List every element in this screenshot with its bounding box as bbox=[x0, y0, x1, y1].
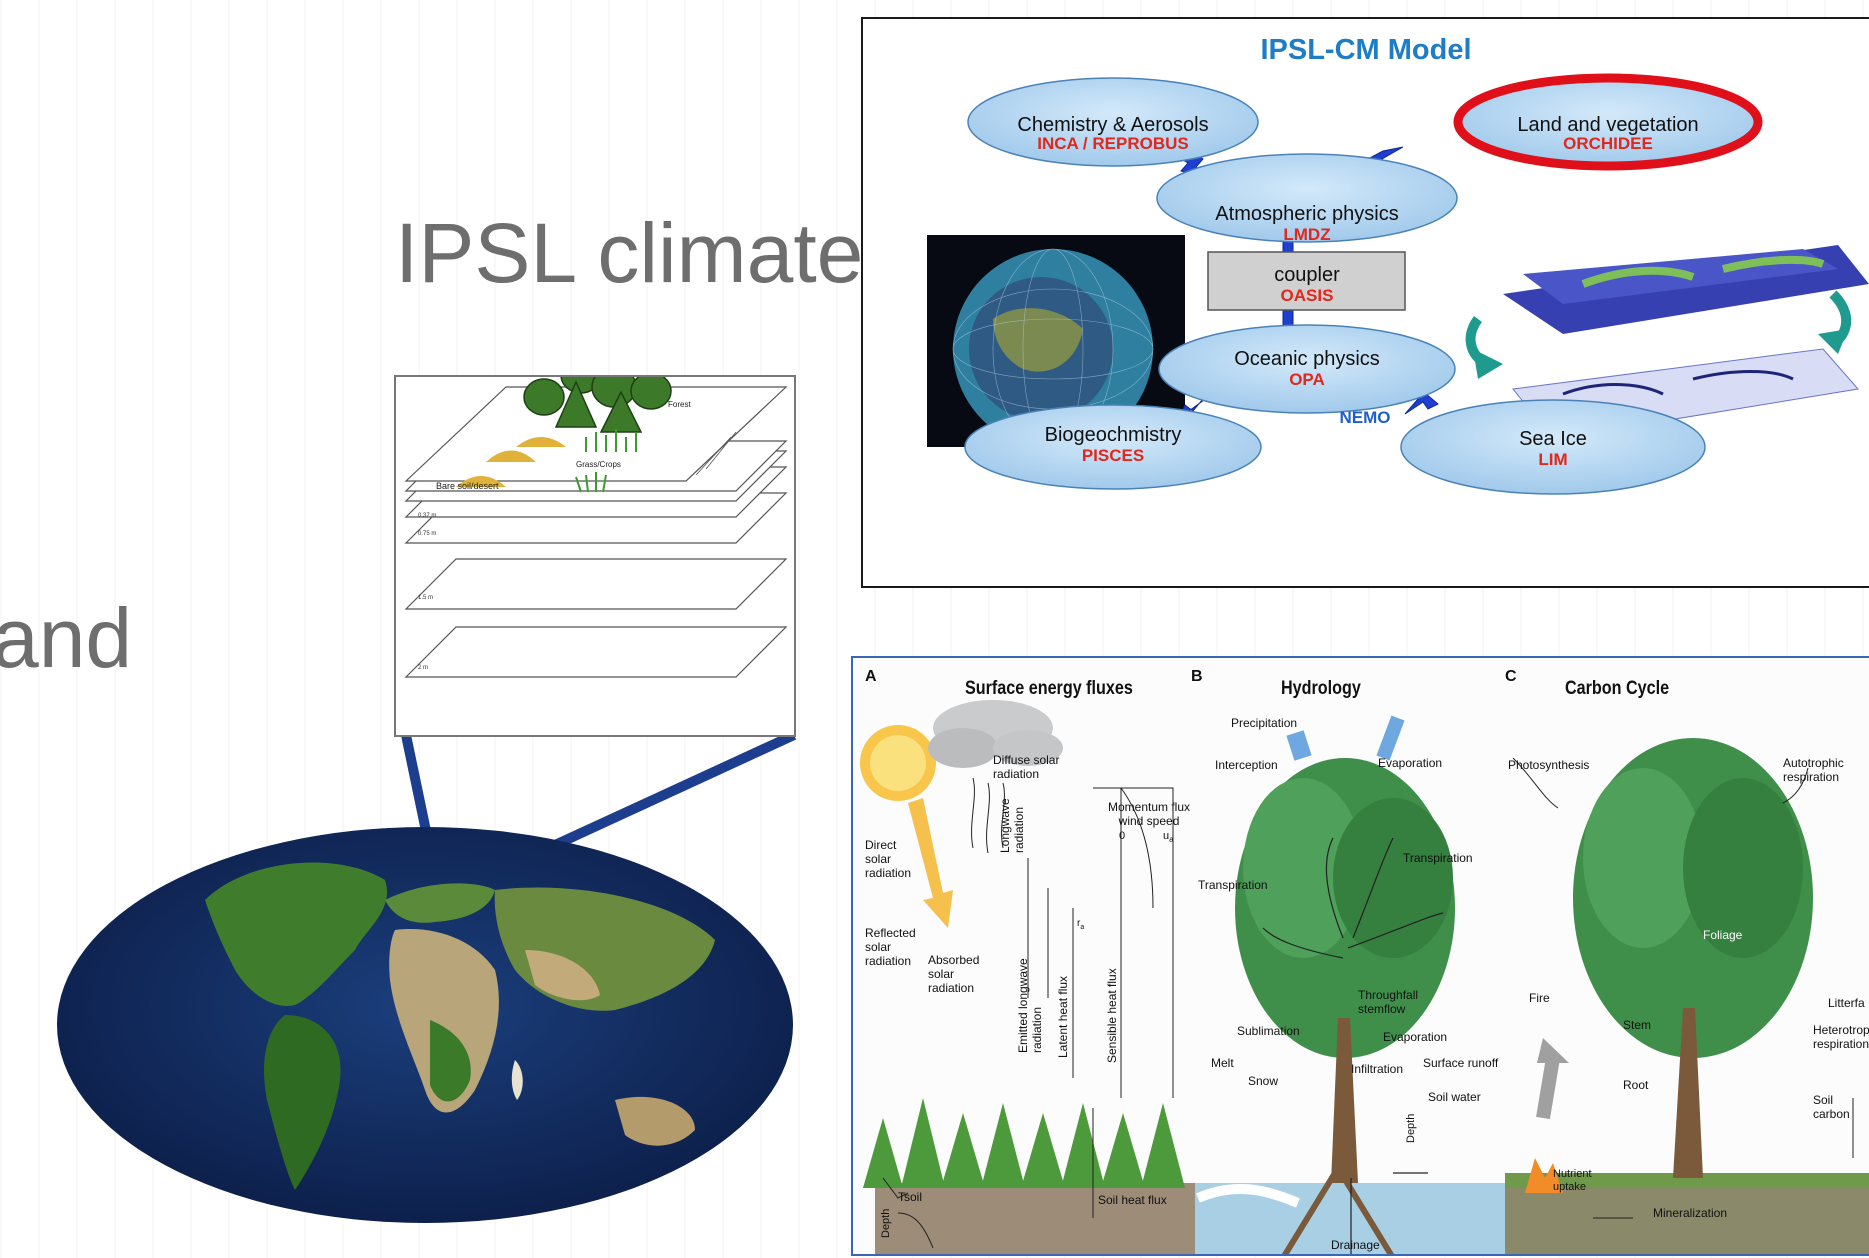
atmospheric-physics-label: Atmospheric physics bbox=[1215, 203, 1398, 225]
panel-b-title: Hydrology bbox=[1281, 678, 1361, 699]
depth-label: 1.5 m bbox=[418, 595, 433, 601]
transpiration-right-label: Transpiration bbox=[1403, 851, 1473, 865]
drainage-label: Drainage bbox=[1331, 1238, 1380, 1252]
depth-label: 0.37 m bbox=[418, 513, 436, 519]
sensible-heat-label: Sensible heat flux bbox=[1105, 968, 1119, 1063]
land-vegetation-label: Land and vegetation bbox=[1517, 114, 1698, 136]
coupler-model: OASIS bbox=[1281, 286, 1334, 305]
panel-c-letter: C bbox=[1505, 668, 1517, 685]
depth-label: 0.75 m bbox=[418, 531, 436, 537]
mineralization-label: Mineralization bbox=[1653, 1206, 1728, 1220]
grass-crops-label: Grass/Crops bbox=[576, 460, 621, 469]
panel-c-title: Carbon Cycle bbox=[1565, 678, 1670, 699]
coupler-label: coupler bbox=[1274, 264, 1340, 286]
precipitation-label: Precipitation bbox=[1231, 716, 1298, 730]
biogeochemistry-model: PISCES bbox=[1082, 446, 1144, 465]
foliage-label: Foliage bbox=[1703, 928, 1743, 942]
oceanic-physics-model: OPA bbox=[1289, 370, 1325, 389]
soil-carbon-label: Soil carbon bbox=[1813, 1093, 1850, 1121]
tsoil-label: Tsoil bbox=[898, 1190, 923, 1204]
vegetation-soil-layers-diagram: Forest Grass/Crops Bare soil/desert 0.37… bbox=[394, 356, 796, 737]
latent-heat-label: Latent heat flux bbox=[1056, 975, 1070, 1058]
wind-scale-zero: 0 bbox=[1119, 830, 1126, 842]
sea-ice-label: Sea Ice bbox=[1519, 428, 1587, 450]
bare-soil-label: Bare soil/desert bbox=[436, 481, 499, 491]
fire-label: Fire bbox=[1529, 991, 1550, 1005]
depth-label-b: Depth bbox=[1405, 1113, 1417, 1143]
chem-aerosols-label: Chemistry & Aerosols bbox=[1017, 114, 1208, 136]
heterotrophic-respiration-label: Heterotrophrespiration bbox=[1813, 1023, 1869, 1051]
sea-ice-model: LIM bbox=[1538, 450, 1567, 469]
root-label: Root bbox=[1623, 1078, 1649, 1092]
panel-a-title: Surface energy fluxes bbox=[965, 678, 1133, 699]
biogeochemistry-label: Biogeochmistry bbox=[1045, 424, 1182, 446]
wind-scale-u: ua bbox=[1163, 830, 1174, 845]
slide-partial-text: and bbox=[0, 591, 133, 685]
sublimation-label: Sublimation bbox=[1237, 1024, 1300, 1038]
interception-label: Interception bbox=[1215, 758, 1278, 772]
chem-aerosols-model: INCA / REPROBUS bbox=[1037, 134, 1188, 153]
ipsl-title: IPSL-CM Model bbox=[1260, 34, 1471, 66]
stem-label: Stem bbox=[1623, 1018, 1652, 1032]
surface-runoff-label: Surface runoff bbox=[1423, 1056, 1499, 1070]
ipsl-cm-model-diagram: IPSL-CM Model bbox=[861, 17, 1869, 588]
photosynthesis-label: Photosynthesis bbox=[1508, 758, 1590, 772]
atmospheric-physics-model: LMDZ bbox=[1283, 225, 1330, 244]
panel-a-letter: A bbox=[865, 668, 877, 685]
depth-label-a: Depth bbox=[880, 1208, 892, 1238]
evaporation-top-label: Evaporation bbox=[1378, 756, 1443, 770]
evaporation-label: Evaporation bbox=[1383, 1030, 1448, 1044]
oceanic-physics-label: Oceanic physics bbox=[1234, 348, 1380, 370]
snow-label: Snow bbox=[1248, 1074, 1279, 1088]
earth-globe-image bbox=[57, 827, 793, 1223]
infiltration-label: Infiltration bbox=[1351, 1062, 1404, 1076]
transpiration-left-label: Transpiration bbox=[1198, 878, 1268, 892]
resistance-label: ra bbox=[1077, 918, 1085, 931]
land-vegetation-model: ORCHIDEE bbox=[1563, 134, 1653, 153]
soil-water-label: Soil water bbox=[1428, 1090, 1481, 1104]
panel-b-letter: B bbox=[1191, 668, 1203, 685]
forest-label: Forest bbox=[668, 400, 691, 409]
nemo-label: NEMO bbox=[1340, 408, 1391, 427]
soil-heat-flux-label: Soil heat flux bbox=[1098, 1193, 1167, 1207]
land-surface-processes-figure: A Surface energy fluxes B Hydrology C Ca… bbox=[851, 656, 1869, 1256]
melt-label: Melt bbox=[1211, 1056, 1234, 1070]
depth-label: 2 m bbox=[418, 665, 428, 671]
litterfall-label: Litterfa bbox=[1828, 996, 1865, 1010]
